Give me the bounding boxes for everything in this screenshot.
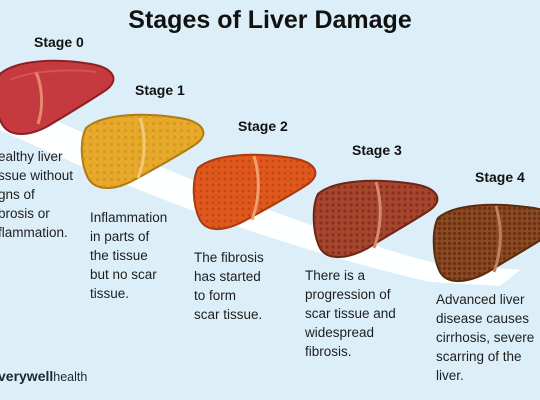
stage-0-label: Stage 0: [34, 34, 84, 50]
stage-2-description: The fibrosis has started to form scar ti…: [194, 250, 264, 322]
stage-2-label: Stage 2: [238, 118, 288, 134]
stage-4-description: Advanced liver disease causes cirrhosis,…: [436, 292, 535, 383]
stage-4-liver-image: [432, 203, 540, 282]
stage-1-label: Stage 1: [135, 82, 185, 98]
stage-1-liver-image: [80, 113, 205, 189]
brand-name: verywell: [0, 368, 54, 384]
brand-suffix: health: [53, 370, 88, 384]
brand-logo: verywellhealth: [0, 368, 87, 384]
stage-0-description: ealthy liver ssue without gns of brosis …: [0, 149, 74, 240]
stage-4-label: Stage 4: [475, 169, 525, 185]
stage-2-liver-image: [192, 153, 317, 230]
stage-0-liver-image: [0, 59, 115, 135]
page-title: Stages of Liver Damage: [128, 6, 412, 34]
stage-1-description: Inflammation in parts of the tissue but …: [90, 210, 168, 301]
stage-3-liver-image: [312, 179, 439, 258]
stage-3-label: Stage 3: [352, 142, 402, 158]
stage-3-description: There is a progression of scar tissue an…: [305, 268, 396, 359]
